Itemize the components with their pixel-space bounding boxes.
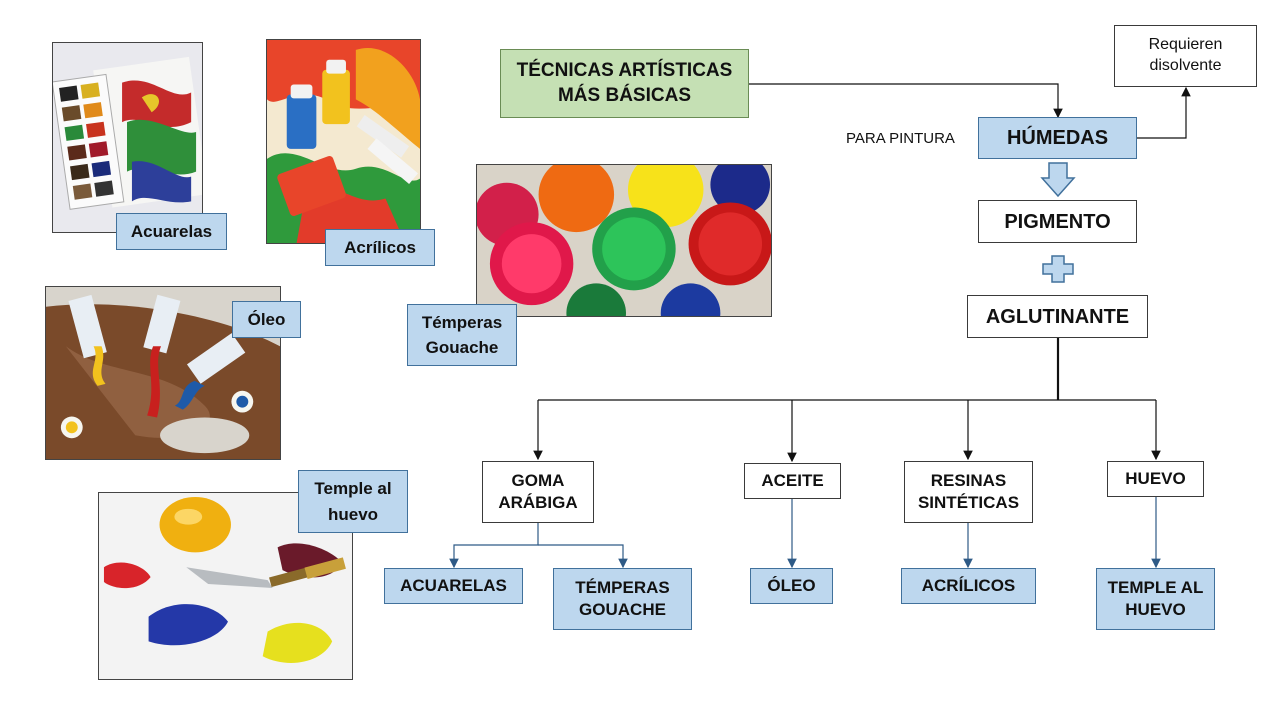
pigmento-box: PIGMENTO bbox=[978, 200, 1137, 243]
acuarelas-photo bbox=[52, 42, 203, 233]
acuarelas-photo-label: Acuarelas bbox=[116, 213, 227, 250]
temple-photo-label: Temple al huevo bbox=[298, 470, 408, 533]
down-arrow-icon bbox=[1040, 162, 1076, 198]
plus-icon bbox=[1042, 255, 1074, 283]
temperas-photo-label: Témperas Gouache bbox=[407, 304, 517, 366]
oleo-photo-label: Óleo bbox=[232, 301, 301, 338]
result-temperas-gouache: TÉMPERAS GOUACHE bbox=[553, 568, 692, 630]
title-to-humedas-line bbox=[748, 83, 1063, 119]
result-acuarelas: ACUARELAS bbox=[384, 568, 523, 604]
binder-aceite: ACEITE bbox=[744, 463, 841, 499]
aglutinante-box: AGLUTINANTE bbox=[967, 295, 1148, 338]
binder-huevo: HUEVO bbox=[1107, 461, 1204, 497]
temple-photo bbox=[98, 492, 353, 680]
humedas-to-requieren-line bbox=[1137, 86, 1191, 139]
acrilicos-photo-label: Acrílicos bbox=[325, 229, 435, 266]
requieren-disolvente-box: Requieren disolvente bbox=[1114, 25, 1257, 87]
para-pintura-label: PARA PINTURA bbox=[846, 130, 955, 147]
binder-goma-arabiga: GOMA ARÁBIGA bbox=[482, 461, 594, 523]
acrilicos-photo bbox=[266, 39, 421, 244]
diagram-title: TÉCNICAS ARTÍSTICAS MÁS BÁSICAS bbox=[500, 49, 749, 118]
binder-resinas-sinteticas: RESINAS SINTÉTICAS bbox=[904, 461, 1033, 523]
temperas-photo bbox=[476, 164, 772, 317]
humedas-box: HÚMEDAS bbox=[978, 117, 1137, 159]
result-oleo: ÓLEO bbox=[750, 568, 833, 604]
result-temple-al-huevo: TEMPLE AL HUEVO bbox=[1096, 568, 1215, 630]
result-acrilicos: ACRÍLICOS bbox=[901, 568, 1036, 604]
